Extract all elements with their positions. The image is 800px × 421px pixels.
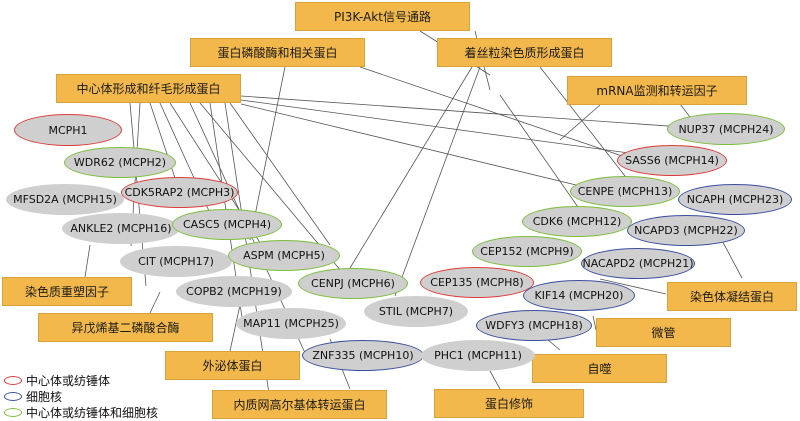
connector-line-20: [499, 94, 581, 211]
connector-line-26: [592, 315, 597, 331]
gene-cdk6: CDK6 (MCPH12): [522, 206, 632, 237]
category-centrosome: 中心体形成和纤毛形成蛋白: [56, 74, 241, 103]
gene-phc1: PHC1 (MCPH11): [421, 340, 535, 371]
category-er-golgi: 内质网高尔基体转运蛋白: [212, 390, 387, 419]
gene-cit: CIT (MCPH17): [120, 246, 232, 277]
category-chromatin: 染色质重塑因子: [2, 277, 132, 306]
gene-stil: STIL (MCPH7): [364, 296, 468, 327]
category-autophagy: 自噬: [532, 354, 667, 383]
category-kinase: 蛋白磷酸酶和相关蛋白: [190, 38, 365, 67]
category-mrna: mRNA监测和转运因子: [567, 76, 747, 105]
connector-line-28: [489, 370, 501, 390]
legend-item-green: 中心体或纺锤体和细胞核: [4, 404, 158, 420]
gene-ncaph: NCAPH (MCPH23): [678, 184, 792, 215]
connector-line-32: [229, 304, 241, 352]
legend-label-red: 中心体或纺锤体: [26, 373, 111, 388]
connector-line-13: [229, 102, 331, 246]
gene-nup37: NUP37 (MCPH24): [667, 113, 785, 145]
legend-item-blue: 细胞核: [4, 388, 158, 404]
gene-cep135: CEP135 (MCPH8): [420, 267, 534, 298]
connector-line-21: [539, 66, 626, 177]
green-ellipse-icon: [4, 407, 22, 417]
gene-cep152: CEP152 (MCPH9): [472, 236, 582, 267]
gene-wdr62: WDR62 (MCPH2): [64, 147, 176, 178]
gene-cenpe: CENPE (MCPH13): [570, 176, 680, 207]
gene-ncapd2: NACAPD2 (MCPH21): [581, 248, 695, 279]
gene-cdk5rap2: CDK5RAP2 (MCPH3): [121, 177, 238, 208]
category-exosome: 外泌体蛋白: [165, 351, 300, 380]
category-condensin: 染色体凝结蛋白: [667, 282, 797, 311]
gene-wdfy3: WDFY3 (MCPH18): [476, 310, 592, 341]
legend-label-green: 中心体或纺锤体和细胞核: [26, 405, 159, 420]
red-ellipse-icon: [4, 375, 22, 385]
gene-casc5: CASC5 (MCPH4): [172, 209, 282, 240]
category-pi3k: PI3K-Akt信号通路: [295, 2, 470, 31]
blue-ellipse-icon: [4, 391, 22, 401]
gene-map11: MAP11 (MCPH25): [236, 308, 346, 339]
connector-line-15: [359, 66, 641, 163]
connector-line-11: [240, 99, 681, 161]
gene-cenpj: CENPJ (MCPH6): [298, 268, 408, 299]
gene-copb2: COPB2 (MCPH19): [176, 276, 292, 307]
connector-line-10: [240, 95, 726, 131]
gene-ankle2: ANKLE2 (MCPH16): [62, 213, 180, 244]
connector-line-18: [349, 66, 473, 269]
gene-sass6: SASS6 (MCPH14): [617, 145, 727, 176]
gene-aspm: ASPM (MCPH5): [228, 240, 340, 271]
legend-item-red: 中心体或纺锤体: [4, 372, 158, 388]
category-microtubule: 微管: [596, 318, 731, 347]
connector-line-30: [84, 244, 91, 278]
legend: 中心体或纺锤体 细胞核 中心体或纺锤体和细胞核: [4, 372, 158, 420]
category-protein-modification: 蛋白修饰: [434, 389, 584, 418]
connector-line-22: [559, 104, 601, 141]
gene-mcph1: MCPH1: [14, 114, 122, 146]
category-kinetochore: 着丝粒染色质形成蛋白: [437, 38, 612, 67]
legend-label-blue: 细胞核: [26, 389, 63, 404]
gene-mfsd2a: MFSD2A (MCPH15): [6, 184, 124, 215]
connector-line-25: [599, 278, 667, 295]
gene-znf335: ZNF335 (MCPH10): [302, 340, 424, 371]
gene-kif14: KIF14 (MCPH20): [523, 280, 635, 311]
connector-line-19: [394, 66, 481, 297]
connector-line-29: [149, 291, 161, 314]
gene-ncapd3: NCAPD3 (MCPH22): [627, 215, 745, 246]
category-isoprenoid: 异戊烯基二磷酸合酶: [38, 313, 213, 342]
